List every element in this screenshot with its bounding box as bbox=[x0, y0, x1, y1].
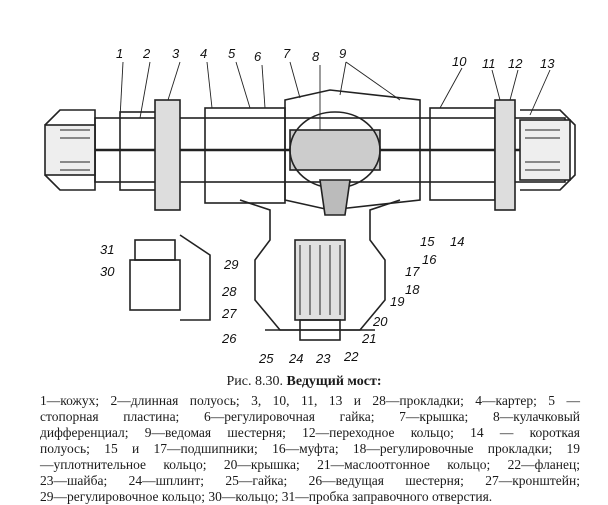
caption-line: 29—регулировочное кольцо; 30—кольцо; 31—… bbox=[40, 489, 493, 504]
part-label-26: 26 bbox=[222, 331, 237, 346]
part-label-18: 18 bbox=[405, 282, 420, 297]
part-label-12: 12 bbox=[508, 56, 523, 71]
part-label-20: 20 bbox=[373, 314, 388, 329]
part-label-23: 23 bbox=[316, 351, 331, 366]
part-label-3: 3 bbox=[172, 46, 180, 61]
differential bbox=[289, 111, 381, 216]
part-label-22: 22 bbox=[344, 349, 359, 364]
part-label-9: 9 bbox=[339, 46, 347, 61]
caption-line: 23—шайба; 24—шплинт; 25—гайка; 26—ведуща… bbox=[40, 473, 580, 488]
figure-caption-title: Рис. 8.30. Ведущий мост: bbox=[0, 374, 608, 390]
part-label-17: 17 bbox=[405, 264, 420, 279]
caption-line: стопорная пластина; 6—регулировочная гай… bbox=[40, 409, 580, 424]
figure-title: Ведущий мост: bbox=[286, 374, 382, 389]
part-label-28: 28 bbox=[222, 284, 237, 299]
caption-line: —уплотнительное кольцо; 20—крышка; 21—ма… bbox=[40, 457, 580, 472]
part-label-6: 6 bbox=[254, 49, 262, 64]
caption-line: дифференциал; 9—ведомая шестерня; 12—пер… bbox=[40, 425, 580, 440]
part-label-7: 7 bbox=[283, 46, 291, 61]
caption-line: 1—кожух; 2—длинная полуось; 3, 10, 11, 1… bbox=[40, 393, 580, 408]
part-label-30: 30 bbox=[100, 264, 115, 279]
part-label-1: 1 bbox=[116, 46, 124, 61]
part-label-10: 10 bbox=[452, 54, 467, 69]
filler-plug-inset bbox=[129, 234, 211, 321]
part-label-29: 29 bbox=[224, 257, 239, 272]
part-label-4: 4 bbox=[200, 46, 208, 61]
part-label-2: 2 bbox=[143, 46, 151, 61]
caption-line: полуось; 15 и 17—подшипники; 16—муфта; 1… bbox=[40, 441, 580, 456]
leader-lines bbox=[119, 61, 551, 130]
part-label-11: 11 bbox=[482, 56, 496, 71]
drive-axle-diagram: 1 2 3 4 5 6 7 8 9 10 11 12 13 14 15 16 1… bbox=[44, 46, 576, 366]
figure-number: Рис. 8.30. bbox=[226, 374, 283, 389]
wheel-hubs bbox=[44, 109, 576, 191]
part-label-8: 8 bbox=[312, 49, 320, 64]
part-label-31: 31 bbox=[100, 242, 115, 257]
part-label-19: 19 bbox=[390, 294, 405, 309]
part-label-5: 5 bbox=[228, 46, 236, 61]
part-label-27: 27 bbox=[222, 306, 237, 321]
part-label-25: 25 bbox=[259, 351, 274, 366]
part-label-14: 14 bbox=[450, 234, 465, 249]
part-label-15: 15 bbox=[420, 234, 435, 249]
part-label-16: 16 bbox=[422, 252, 437, 267]
axle-housing bbox=[94, 89, 566, 211]
part-label-13: 13 bbox=[540, 56, 555, 71]
pinion-housing bbox=[239, 199, 401, 341]
axle-cross-section-drawing bbox=[44, 61, 576, 341]
part-label-24: 24 bbox=[289, 351, 304, 366]
part-label-21: 21 bbox=[362, 331, 377, 346]
